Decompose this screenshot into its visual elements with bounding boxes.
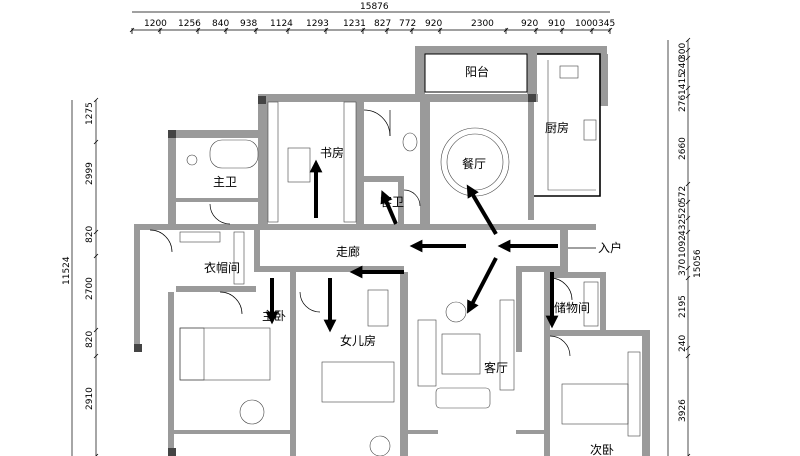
study-wardrobe	[343, 101, 357, 223]
circulation-arrows	[265, 159, 596, 333]
dim-top-15: 345	[598, 19, 615, 29]
room-label-storage: 储物间	[554, 300, 590, 315]
room-label-study: 书房	[320, 145, 344, 160]
right-dimension-tick	[685, 265, 691, 271]
walls	[134, 46, 650, 456]
dim-left-1: 1275	[85, 102, 95, 125]
cloakroom-shelves	[179, 231, 221, 243]
right-dimension-tick	[685, 215, 691, 221]
dim-right-13: 3926	[678, 399, 688, 422]
dim-right-6: 572	[678, 186, 688, 203]
dim-top-1: 1200	[144, 19, 167, 29]
dim-top-7: 1231	[343, 19, 366, 29]
right-dimension-tick	[685, 181, 691, 187]
dim-right-12: 240	[678, 335, 688, 352]
room-label-cloakroom: 衣帽间	[204, 260, 240, 275]
room-label-kitchen: 厨房	[545, 120, 569, 135]
room-label-daughter-room: 女儿房	[340, 333, 376, 348]
right-dimension-tick	[685, 345, 691, 351]
dim-right-10: 370	[678, 259, 688, 276]
dim-top-8: 827	[374, 19, 391, 29]
dim-top-13: 910	[548, 19, 565, 29]
dim-left-2: 2999	[85, 162, 95, 185]
doors	[149, 109, 573, 357]
overall-depth-left-label: 11524	[62, 256, 72, 285]
dim-right-1: 300	[678, 43, 688, 60]
right-dimension-tick	[685, 55, 691, 61]
overall-width-label: 15876	[360, 2, 389, 12]
dim-right-2: 240	[678, 57, 688, 74]
left-dimension-tick	[93, 253, 99, 259]
left-dimension-tick	[95, 453, 99, 456]
study-desk	[287, 147, 311, 183]
dim-right-4: 276	[678, 95, 688, 112]
dim-right-9: 1092	[678, 235, 688, 258]
dim-right-11: 2195	[678, 295, 688, 318]
arrow-living	[467, 257, 498, 314]
dim-top-10: 920	[425, 19, 442, 29]
left-dimension-tick	[93, 229, 99, 235]
bathtub	[209, 139, 259, 169]
dim-left-6: 2910	[85, 387, 95, 410]
dim-right-7: 520	[678, 202, 688, 219]
top-dimension-line: 15876 1200 1256 840 938 1124 1293 1231 8…	[129, 2, 615, 34]
left-dimension-tick	[93, 327, 99, 333]
dim-right-5: 2660	[678, 137, 688, 160]
right-dimension-tick	[687, 453, 691, 456]
left-dimension-tick	[93, 139, 99, 145]
arrow-dining	[466, 184, 498, 236]
room-label-entrance: 入户	[598, 240, 622, 255]
right-dimension-tick	[685, 93, 691, 99]
dim-top-11: 2300	[471, 19, 494, 29]
daughter-bed	[321, 361, 395, 403]
dim-top-6: 1293	[306, 19, 329, 29]
right-dimension-tick	[685, 353, 691, 359]
left-dimension-tick	[93, 353, 99, 359]
coffee-table	[441, 333, 481, 375]
dim-top-2: 1256	[178, 19, 201, 29]
right-dimension-tick	[685, 229, 691, 235]
dim-right-8: 432	[678, 219, 688, 236]
furniture	[179, 60, 641, 456]
master-bed	[179, 327, 271, 381]
right-dimension-line: 15056 300 240 1415 276 2660 572 520 432 …	[667, 37, 703, 456]
dim-right-3: 1415	[678, 72, 688, 95]
room-label-living-room: 客厅	[484, 360, 508, 375]
right-dimension-tick	[685, 47, 691, 53]
left-dimension-tick	[93, 97, 99, 103]
dim-left-4: 2700	[85, 277, 95, 300]
dim-top-9: 772	[399, 19, 416, 29]
right-dimension-tick	[685, 199, 691, 205]
room-label-second-bedroom: 次卧	[590, 443, 614, 456]
room-label-dining: 餐厅	[462, 156, 486, 171]
dim-top-5: 1124	[270, 19, 293, 29]
room-label-guest-bath: 客卫	[380, 194, 404, 209]
room-label-master-bedroom: 主卧	[262, 309, 286, 323]
left-dimension-line: 11524 1275 2999 820 2700 820 2910	[62, 97, 99, 456]
dim-top-12: 920	[521, 19, 538, 29]
room-label-balcony: 阳台	[465, 64, 489, 79]
room-label-corridor: 走廊	[336, 244, 360, 259]
right-dimension-tick	[685, 37, 691, 43]
dim-left-5: 820	[85, 331, 95, 348]
second-bed	[561, 383, 629, 425]
right-dimension-tick	[685, 275, 691, 281]
living-sofa	[417, 319, 437, 387]
room-labels: 阳台 厨房 书房 餐厅 主卫 客卫 走廊 入户 衣帽间 主卧 女儿房 客厅 储物…	[204, 64, 622, 456]
overall-depth-right-label: 15056	[693, 249, 703, 278]
dim-top-4: 938	[240, 19, 257, 29]
dim-top-3: 840	[212, 19, 229, 29]
arrow-guest-bath	[380, 190, 398, 225]
room-label-master-bath: 主卫	[213, 175, 237, 189]
dim-top-14: 1000	[575, 19, 598, 29]
dim-left-3: 820	[85, 226, 95, 243]
kitchen-counter	[547, 60, 596, 191]
right-dimension-tick	[685, 85, 691, 91]
